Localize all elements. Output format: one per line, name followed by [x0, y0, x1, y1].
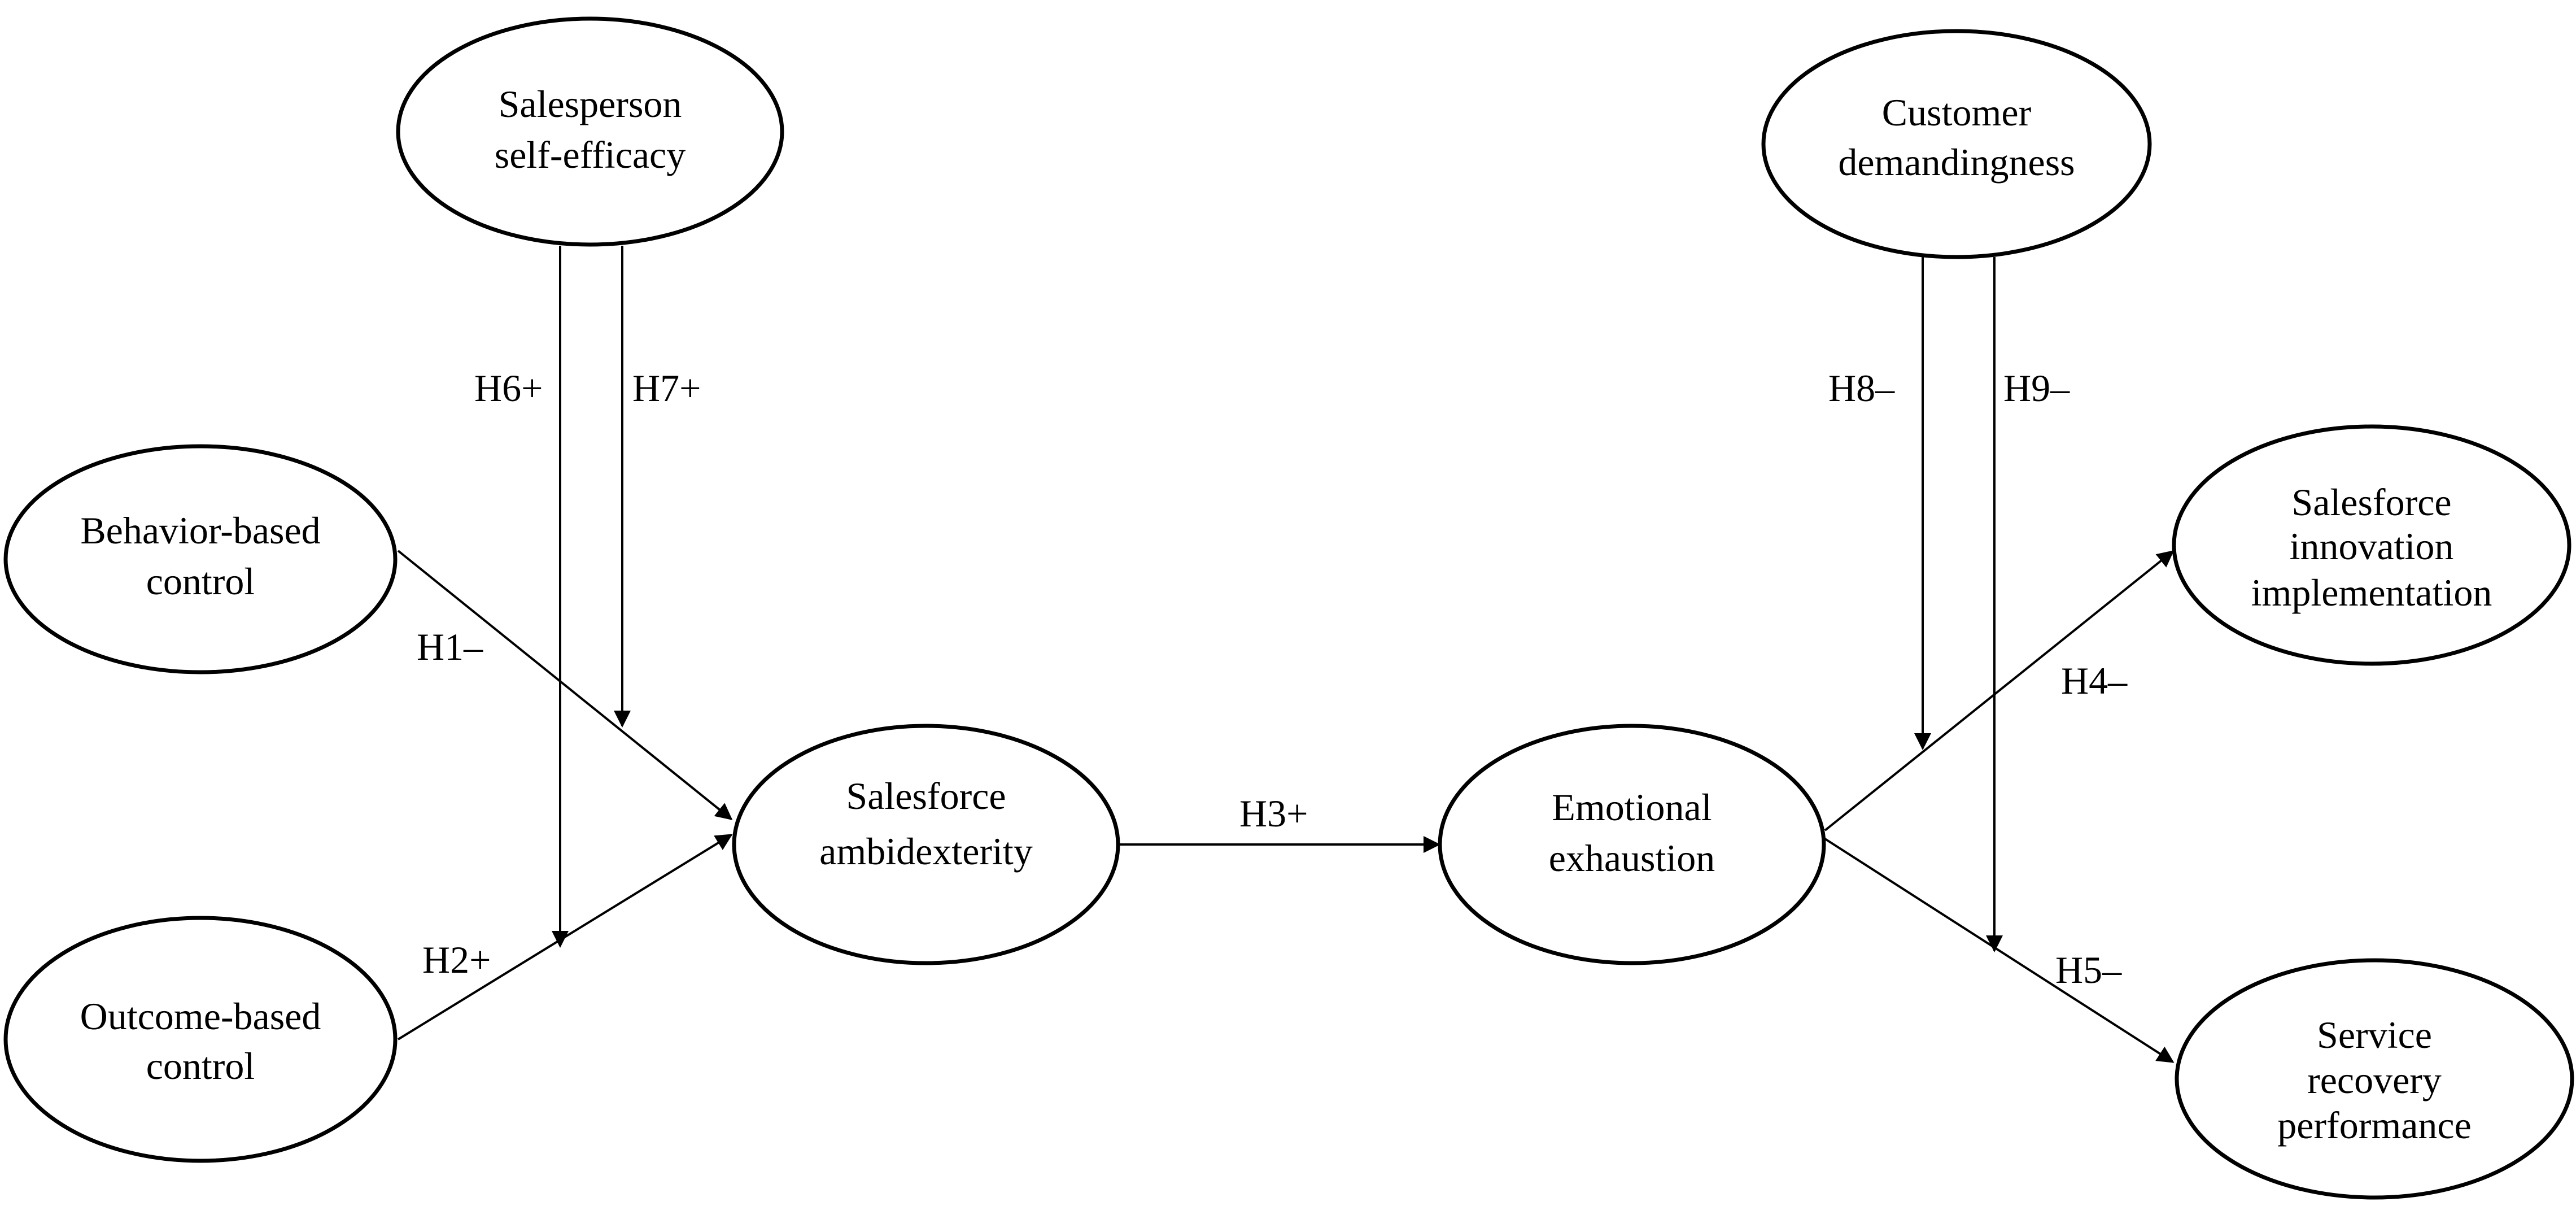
label-h4: H4– [2061, 659, 2128, 702]
node-label-line: recovery [2307, 1059, 2442, 1101]
node-label-line: exhaustion [1549, 837, 1715, 880]
node-salesforce-ambidexterity: Salesforce ambidexterity [732, 724, 1120, 965]
node-behavior-based-control: Behavior-based control [3, 444, 398, 674]
node-label-line: ambidexterity [819, 830, 1033, 873]
node-emotional-exhaustion: Emotional exhaustion [1438, 724, 1826, 965]
node-label-line: demandingness [1838, 141, 2075, 184]
node-label-line: Customer [1882, 91, 2032, 134]
node-label-line: Service [2317, 1013, 2432, 1056]
node-label-line: Outcome-based [80, 995, 321, 1038]
label-h1: H1– [417, 625, 483, 668]
edge-h2 [397, 834, 733, 1040]
node-label-line: Salesforce [846, 774, 1006, 817]
node-label-line: self-efficacy [495, 133, 686, 176]
node-label-line: Salesforce [2291, 481, 2451, 524]
edge-h1 [397, 550, 733, 820]
label-h9: H9– [2003, 367, 2070, 410]
node-service-recovery-performance: Service recovery performance [2175, 958, 2574, 1200]
node-label-line: control [146, 560, 255, 603]
label-h6: H6+ [474, 367, 543, 410]
node-label-line: implementation [2251, 571, 2492, 614]
node-label-line: performance [2277, 1104, 2472, 1147]
node-label-line: innovation [2290, 525, 2454, 568]
label-h5: H5– [2055, 948, 2122, 991]
label-h8: H8– [1828, 367, 1895, 410]
node-label-line: Salesperson [499, 82, 682, 125]
node-salesperson-self-efficacy: Salesperson self-efficacy [396, 16, 784, 247]
node-label-line: Emotional [1552, 786, 1711, 829]
node-outcome-based-control: Outcome-based control [3, 916, 398, 1163]
label-h7: H7+ [632, 367, 701, 410]
node-salesforce-innovation-implementation: Salesforce innovation implementation [2172, 424, 2571, 666]
label-h2: H2+ [422, 938, 491, 981]
label-h3: H3+ [1239, 792, 1308, 835]
edge-h4 [1824, 550, 2175, 831]
node-customer-demandingness: Customer demandingness [1761, 29, 2152, 259]
node-label-line: control [146, 1044, 255, 1087]
node-label-line: Behavior-based [80, 509, 320, 552]
